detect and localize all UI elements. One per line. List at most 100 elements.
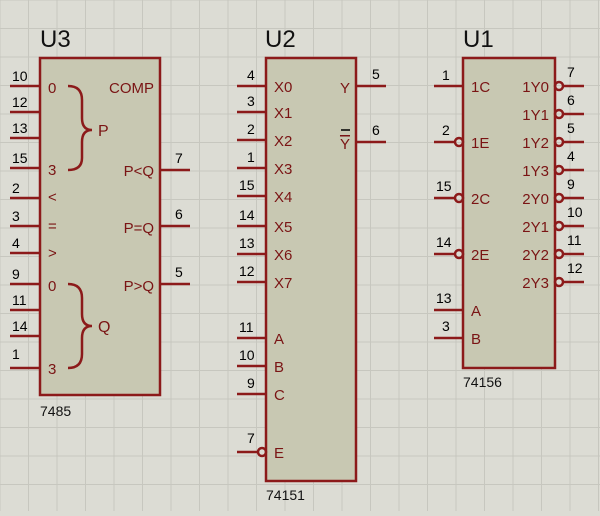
u1-output-pin[interactable]: 12 2Y3 — [522, 260, 584, 292]
u2-pin-name: A — [274, 331, 284, 348]
u1-pin[interactable]: 2 1E — [434, 122, 489, 152]
u3-pin[interactable]: 12 — [10, 94, 40, 114]
u2-pin-number: 7 — [247, 430, 255, 446]
u2-pin[interactable]: 12 X7 — [237, 263, 292, 292]
u3-pin-number: 13 — [12, 120, 28, 136]
u3-pin-name: < — [48, 189, 57, 206]
u1-output-pin[interactable]: 5 1Y2 — [522, 120, 584, 152]
u1-ref-label: U1 — [463, 26, 494, 53]
u1-pin[interactable]: 3 B — [434, 318, 481, 348]
u1-inversion-bubble — [553, 164, 565, 176]
u1-pin-name: B — [471, 331, 481, 348]
u3-output-pin[interactable]: 7 P<Q — [124, 150, 190, 180]
chip-u1[interactable]: U1 74156 1 1C 2 1E 15 2C 14 2E 13 — [434, 26, 584, 390]
u2-pin[interactable]: 15 X4 — [237, 177, 292, 206]
u3-pin-number: 12 — [12, 94, 28, 110]
u1-pin-number: 6 — [567, 92, 575, 108]
u1-pin-name: 2Y0 — [522, 191, 549, 208]
u3-output-pin[interactable]: 5 P>Q — [124, 264, 190, 295]
u2-pin[interactable]: 1 X3 — [237, 149, 292, 178]
u1-output-pin[interactable]: 11 2Y2 — [522, 232, 584, 264]
u1-output-pin[interactable]: 4 1Y3 — [522, 148, 584, 180]
u2-pin[interactable]: 9 C — [237, 375, 285, 404]
u2-pin[interactable]: 4 X0 — [237, 67, 292, 96]
u3-output-pin[interactable]: 6 P=Q — [124, 206, 190, 237]
u1-pin[interactable]: 15 2C — [434, 178, 490, 208]
u3-pin-name: 3 — [48, 162, 56, 179]
u3-pin-number: 9 — [12, 266, 20, 282]
u3-pin-name: P=Q — [124, 220, 154, 237]
u3-pin-name: P<Q — [124, 163, 154, 180]
u1-pin-name: 1E — [471, 135, 489, 152]
u3-pin-number: 14 — [12, 318, 28, 334]
u3-pin[interactable]: 14 — [10, 318, 40, 338]
u1-pin-number: 10 — [567, 204, 583, 220]
u1-pin-number: 13 — [436, 290, 452, 306]
u1-pin-number: 12 — [567, 260, 583, 276]
u3-pin-number: 6 — [175, 206, 183, 222]
u3-pin[interactable]: 10 0 — [10, 68, 56, 97]
u1-output-pin[interactable]: 9 2Y0 — [522, 176, 584, 208]
u2-body[interactable] — [264, 56, 358, 483]
u2-pin[interactable]: 2 X2 — [237, 121, 292, 150]
u3-pin[interactable]: 4 > — [10, 235, 57, 262]
u1-output-pin[interactable]: 10 2Y1 — [522, 204, 584, 236]
u3-pin-name: 0 — [48, 278, 56, 295]
u3-body[interactable] — [38, 56, 162, 397]
u1-pin[interactable]: 1 1C — [434, 67, 490, 96]
chip-u2[interactable]: U2 74151 4 X0 3 X1 2 X2 1 X3 15 X4 — [237, 26, 386, 503]
u2-pin-name: E — [274, 445, 284, 462]
u1-pin[interactable]: 14 2E — [434, 234, 489, 264]
u3-pin[interactable]: 11 — [10, 292, 40, 312]
u2-pin-name: X1 — [274, 105, 292, 122]
u3-pin-name: 3 — [48, 361, 56, 378]
u3-brace-q — [67, 282, 93, 370]
u3-pin[interactable]: 2 < — [10, 180, 57, 206]
u2-pin-name: X4 — [274, 189, 292, 206]
u3-pin-number: 1 — [12, 346, 20, 362]
u3-pin[interactable]: 15 3 — [10, 150, 56, 179]
u2-pin-number: 4 — [247, 67, 255, 83]
u3-pin[interactable]: 13 — [10, 120, 40, 140]
u2-pin-number: 3 — [247, 93, 255, 109]
chip-u3[interactable]: U3 7485 10 0 12 13 15 3 2 < 3 — [10, 26, 190, 419]
u2-pin-number: 13 — [239, 235, 255, 251]
u3-pin-number: 2 — [12, 180, 20, 196]
u2-pin[interactable]: 3 X1 — [237, 93, 292, 122]
u2-pin[interactable]: 10 B — [237, 347, 284, 376]
u1-output-pin[interactable]: 6 1Y1 — [522, 92, 584, 124]
u3-brace-q-label: Q — [98, 319, 110, 336]
u2-pin[interactable]: 13 X6 — [237, 235, 292, 264]
u2-pin-name: X3 — [274, 161, 292, 178]
u1-pin-name: 2Y2 — [522, 247, 549, 264]
u3-pin[interactable]: 1 3 — [10, 346, 56, 378]
u2-part-label: 74151 — [266, 487, 305, 503]
u1-pin-number: 15 — [436, 178, 452, 194]
u3-pin-name: > — [48, 245, 57, 262]
u1-pin-name: 1Y0 — [522, 79, 549, 96]
u2-output-pin-y[interactable]: 5 Y — [340, 66, 386, 97]
u1-pin[interactable]: 13 A — [434, 290, 481, 320]
u2-pin-enable[interactable]: 7 E — [237, 430, 284, 462]
u1-body[interactable] — [461, 56, 557, 370]
u2-pin[interactable]: 14 X5 — [237, 207, 292, 236]
u2-output-pin-ybar[interactable]: 6 Y — [340, 122, 386, 153]
u3-pin-number: 5 — [175, 264, 183, 280]
u3-comp-label: COMP — [109, 80, 154, 97]
u3-ref-label: U3 — [40, 26, 71, 53]
u3-brace-p — [67, 84, 93, 172]
u1-pin-number: 7 — [567, 64, 575, 80]
u1-pin-number: 3 — [442, 318, 450, 334]
u2-pin[interactable]: 11 A — [237, 319, 284, 348]
u3-pin[interactable]: 3 = — [10, 208, 57, 235]
u2-pin-number: 11 — [239, 319, 254, 335]
u1-inversion-bubble — [453, 248, 465, 260]
u1-output-pin[interactable]: 7 1Y0 — [522, 64, 584, 96]
u1-pin-number: 5 — [567, 120, 575, 136]
u3-pin[interactable]: 9 0 — [10, 266, 56, 295]
u1-pin-name: 1Y3 — [522, 163, 549, 180]
u3-pin-number: 4 — [12, 235, 20, 251]
u1-pin-name: 1Y2 — [522, 135, 549, 152]
u3-pin-name: P>Q — [124, 278, 154, 295]
